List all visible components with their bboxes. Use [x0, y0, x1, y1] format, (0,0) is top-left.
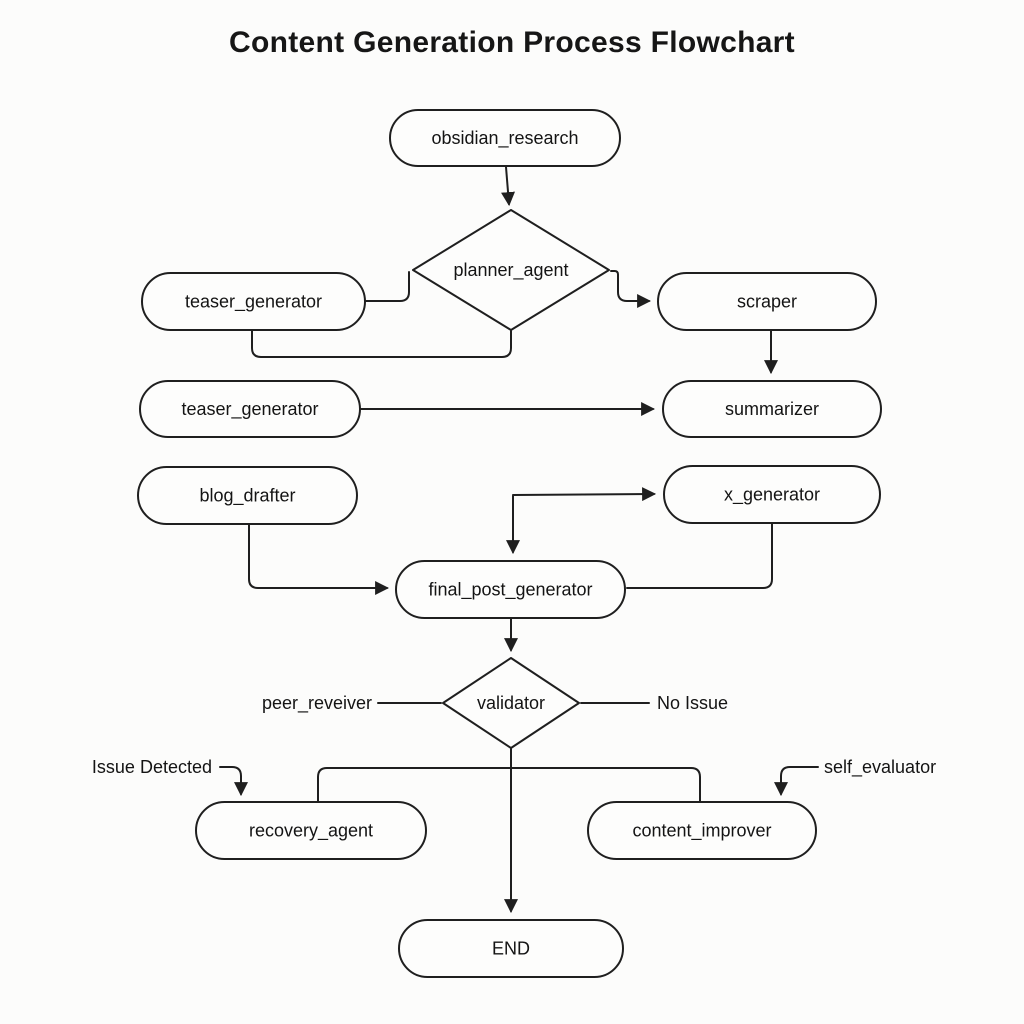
node-shape-recovery-agent — [195, 801, 427, 860]
label-self-evaluator: self_evaluator — [824, 757, 936, 778]
node-shape-teaser-generator-1 — [141, 272, 366, 331]
edge-branch-to-x-generator — [512, 487, 657, 502]
node-label-teaser-generator-1: teaser_generator — [185, 292, 322, 313]
node-teaser-generator-2: teaser_generator — [139, 380, 361, 438]
node-validator: validator — [442, 657, 580, 749]
node-label-content-improver: content_improver — [632, 821, 771, 842]
edge-blog-drafter-to-final — [248, 524, 390, 595]
node-label-blog-drafter: blog_drafter — [199, 486, 295, 507]
node-label-obsidian-research: obsidian_research — [431, 128, 578, 149]
node-x-generator: x_generator — [663, 465, 881, 524]
node-end: END — [398, 919, 624, 978]
node-shape-validator — [442, 657, 580, 749]
node-shape-blog-drafter — [137, 466, 358, 525]
node-scraper: scraper — [657, 272, 877, 331]
node-label-end: END — [492, 939, 530, 959]
node-label-x-generator: x_generator — [724, 485, 820, 506]
node-shape-final-post-generator — [395, 560, 626, 619]
edge-self-evaluator-to-improver — [774, 766, 819, 797]
node-blog-drafter: blog_drafter — [137, 466, 358, 525]
node-obsidian-research: obsidian_research — [389, 109, 621, 167]
node-shape-summarizer — [662, 380, 882, 438]
edge-planner-loop-to-teaser1 — [251, 330, 512, 358]
node-shape-x-generator — [663, 465, 881, 524]
node-shape-obsidian-research — [389, 109, 621, 167]
edge-x-generator-to-final — [626, 523, 773, 589]
nodes-layer: obsidian_research planner_agent teaser_gen… — [137, 109, 882, 978]
node-label-planner-agent: planner_agent — [453, 260, 568, 281]
diagram-title: Content Generation Process Flowchart — [229, 26, 795, 59]
edge-issue-detected-to-recovery — [219, 766, 248, 797]
node-shape-content-improver — [587, 801, 817, 860]
node-summarizer: summarizer — [662, 380, 882, 438]
edge-teaser1-to-planner — [365, 271, 410, 302]
edges-layer — [219, 166, 819, 914]
node-label-summarizer: summarizer — [725, 399, 819, 419]
edge-planner-to-scraper — [610, 270, 652, 308]
node-shape-teaser-generator-2 — [139, 380, 361, 438]
edge-split-to-agents — [317, 767, 701, 802]
label-issue-detected: Issue Detected — [92, 757, 212, 777]
label-peer-reveiver: peer_reveiver — [262, 693, 372, 714]
node-final-post-generator: final_post_generator — [395, 560, 626, 619]
node-content-improver: content_improver — [587, 801, 817, 860]
node-shape-scraper — [657, 272, 877, 331]
node-recovery-agent: recovery_agent — [195, 801, 427, 860]
node-shape-end — [398, 919, 624, 978]
node-label-scraper: scraper — [737, 292, 797, 312]
node-teaser-generator-1: teaser_generator — [141, 272, 366, 331]
node-shape-planner-agent — [412, 209, 610, 331]
edge-obsidian-to-planner — [501, 166, 516, 207]
node-label-final-post-generator: final_post_generator — [428, 580, 592, 601]
node-label-recovery-agent: recovery_agent — [249, 821, 373, 842]
node-label-validator: validator — [477, 693, 545, 713]
node-label-teaser-generator-2: teaser_generator — [181, 399, 318, 420]
node-planner-agent: planner_agent — [412, 209, 610, 331]
label-no-issue: No Issue — [657, 693, 728, 713]
